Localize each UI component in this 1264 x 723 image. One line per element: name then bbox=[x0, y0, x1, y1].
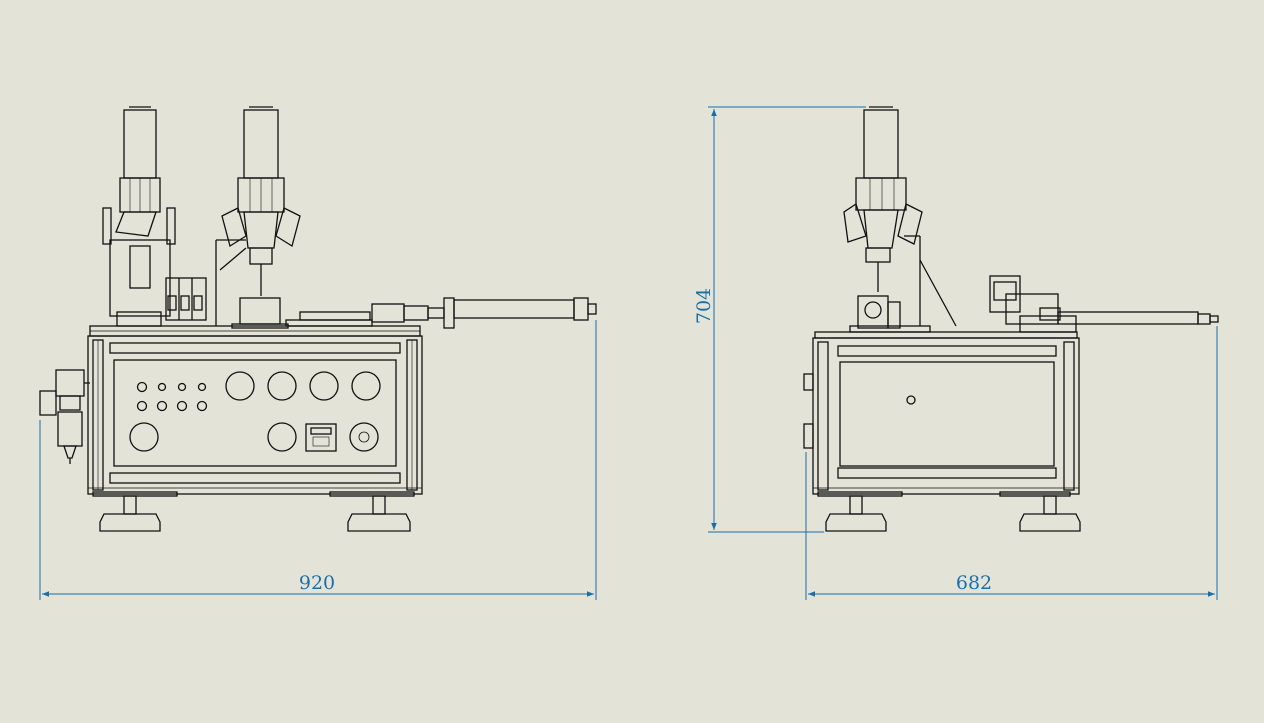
side-foot-right bbox=[999, 491, 1081, 532]
side-foot-left bbox=[817, 491, 903, 532]
spindle-left bbox=[102, 106, 176, 327]
dimension-side-width bbox=[805, 326, 1218, 600]
side-valve-cylinder bbox=[989, 275, 1219, 333]
valve-block bbox=[165, 277, 207, 321]
dimension-front-width bbox=[39, 320, 597, 600]
side-view bbox=[803, 106, 1219, 532]
control-panel bbox=[113, 359, 397, 467]
foot-right bbox=[329, 491, 415, 532]
dimension-front-width-label: 920 bbox=[299, 572, 335, 594]
horizontal-cylinder-front bbox=[285, 297, 597, 329]
front-view bbox=[39, 106, 597, 532]
display-unit bbox=[305, 423, 337, 452]
dimension-height bbox=[708, 106, 866, 533]
side-panel bbox=[839, 361, 1055, 467]
spindle-right bbox=[215, 106, 301, 329]
air-filter-regulator bbox=[39, 369, 90, 464]
dimension-height-label: 704 bbox=[693, 288, 715, 324]
foot-left bbox=[92, 491, 178, 532]
side-spindle bbox=[843, 106, 957, 333]
dimension-side-width-label: 682 bbox=[956, 572, 992, 594]
